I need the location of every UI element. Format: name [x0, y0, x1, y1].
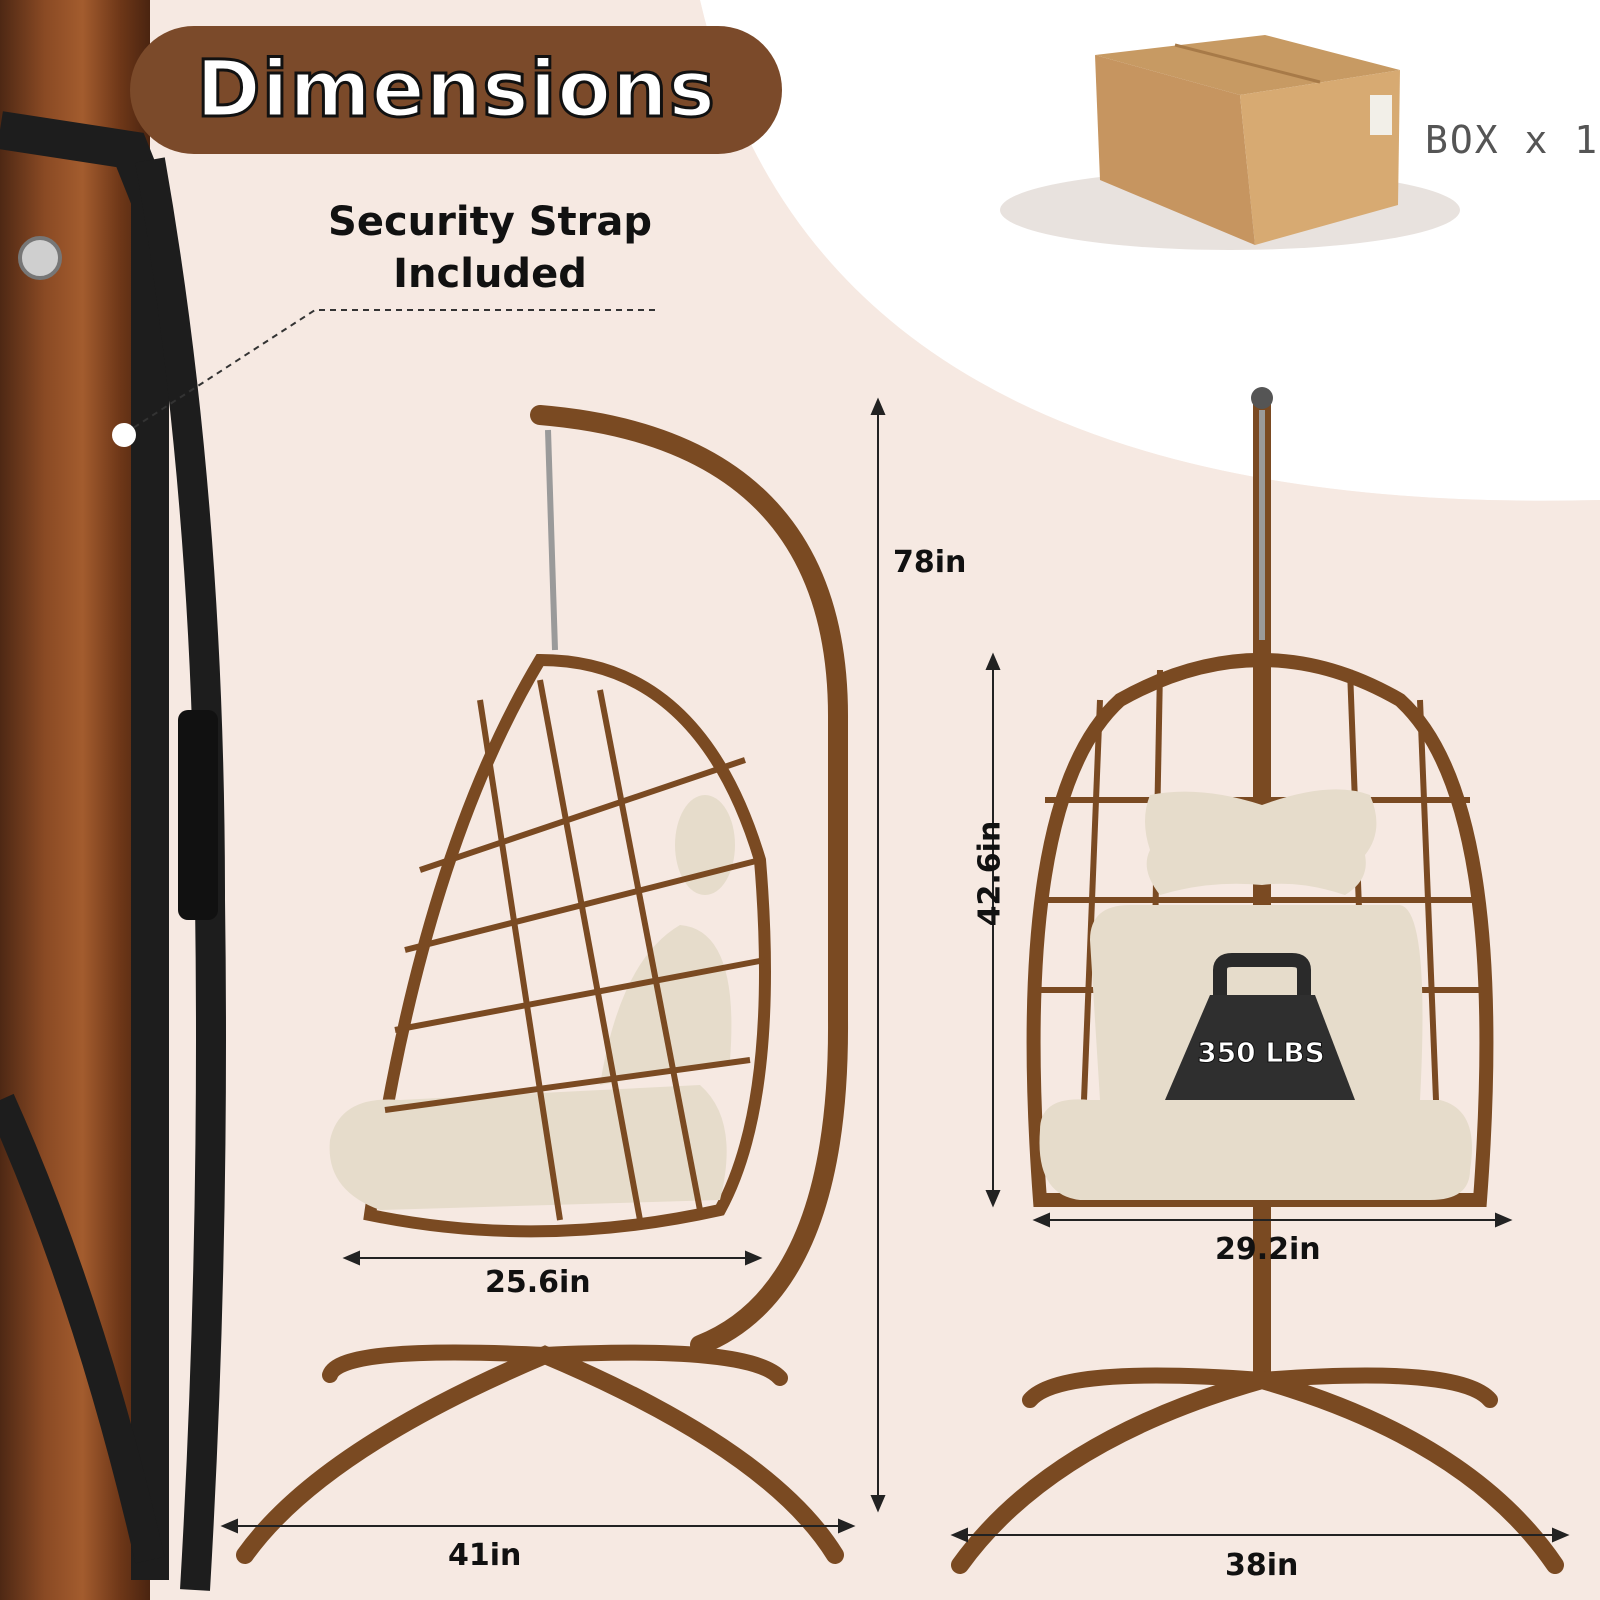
base-depth-label: 41in: [448, 1538, 522, 1573]
strap-caption-line2: Included: [393, 251, 587, 297]
total-height-label: 78in: [893, 545, 967, 580]
basket-width-label: 29.2in: [1215, 1232, 1321, 1267]
box-quantity-label: BOX x 1: [1425, 118, 1600, 162]
page-title: Dimensions: [195, 44, 717, 137]
strap-caption: Security Strap Included: [300, 196, 680, 300]
weight-capacity-label: 350 LBS: [1197, 1036, 1326, 1070]
strap-caption-line1: Security Strap: [328, 199, 652, 245]
security-strap-illustration: [0, 111, 226, 1591]
base-width-label: 38in: [1225, 1548, 1299, 1583]
seat-depth-label: 25.6in: [485, 1265, 591, 1300]
basket-height-label: 42.6in: [972, 820, 1008, 927]
title-pill: Dimensions: [130, 26, 782, 154]
